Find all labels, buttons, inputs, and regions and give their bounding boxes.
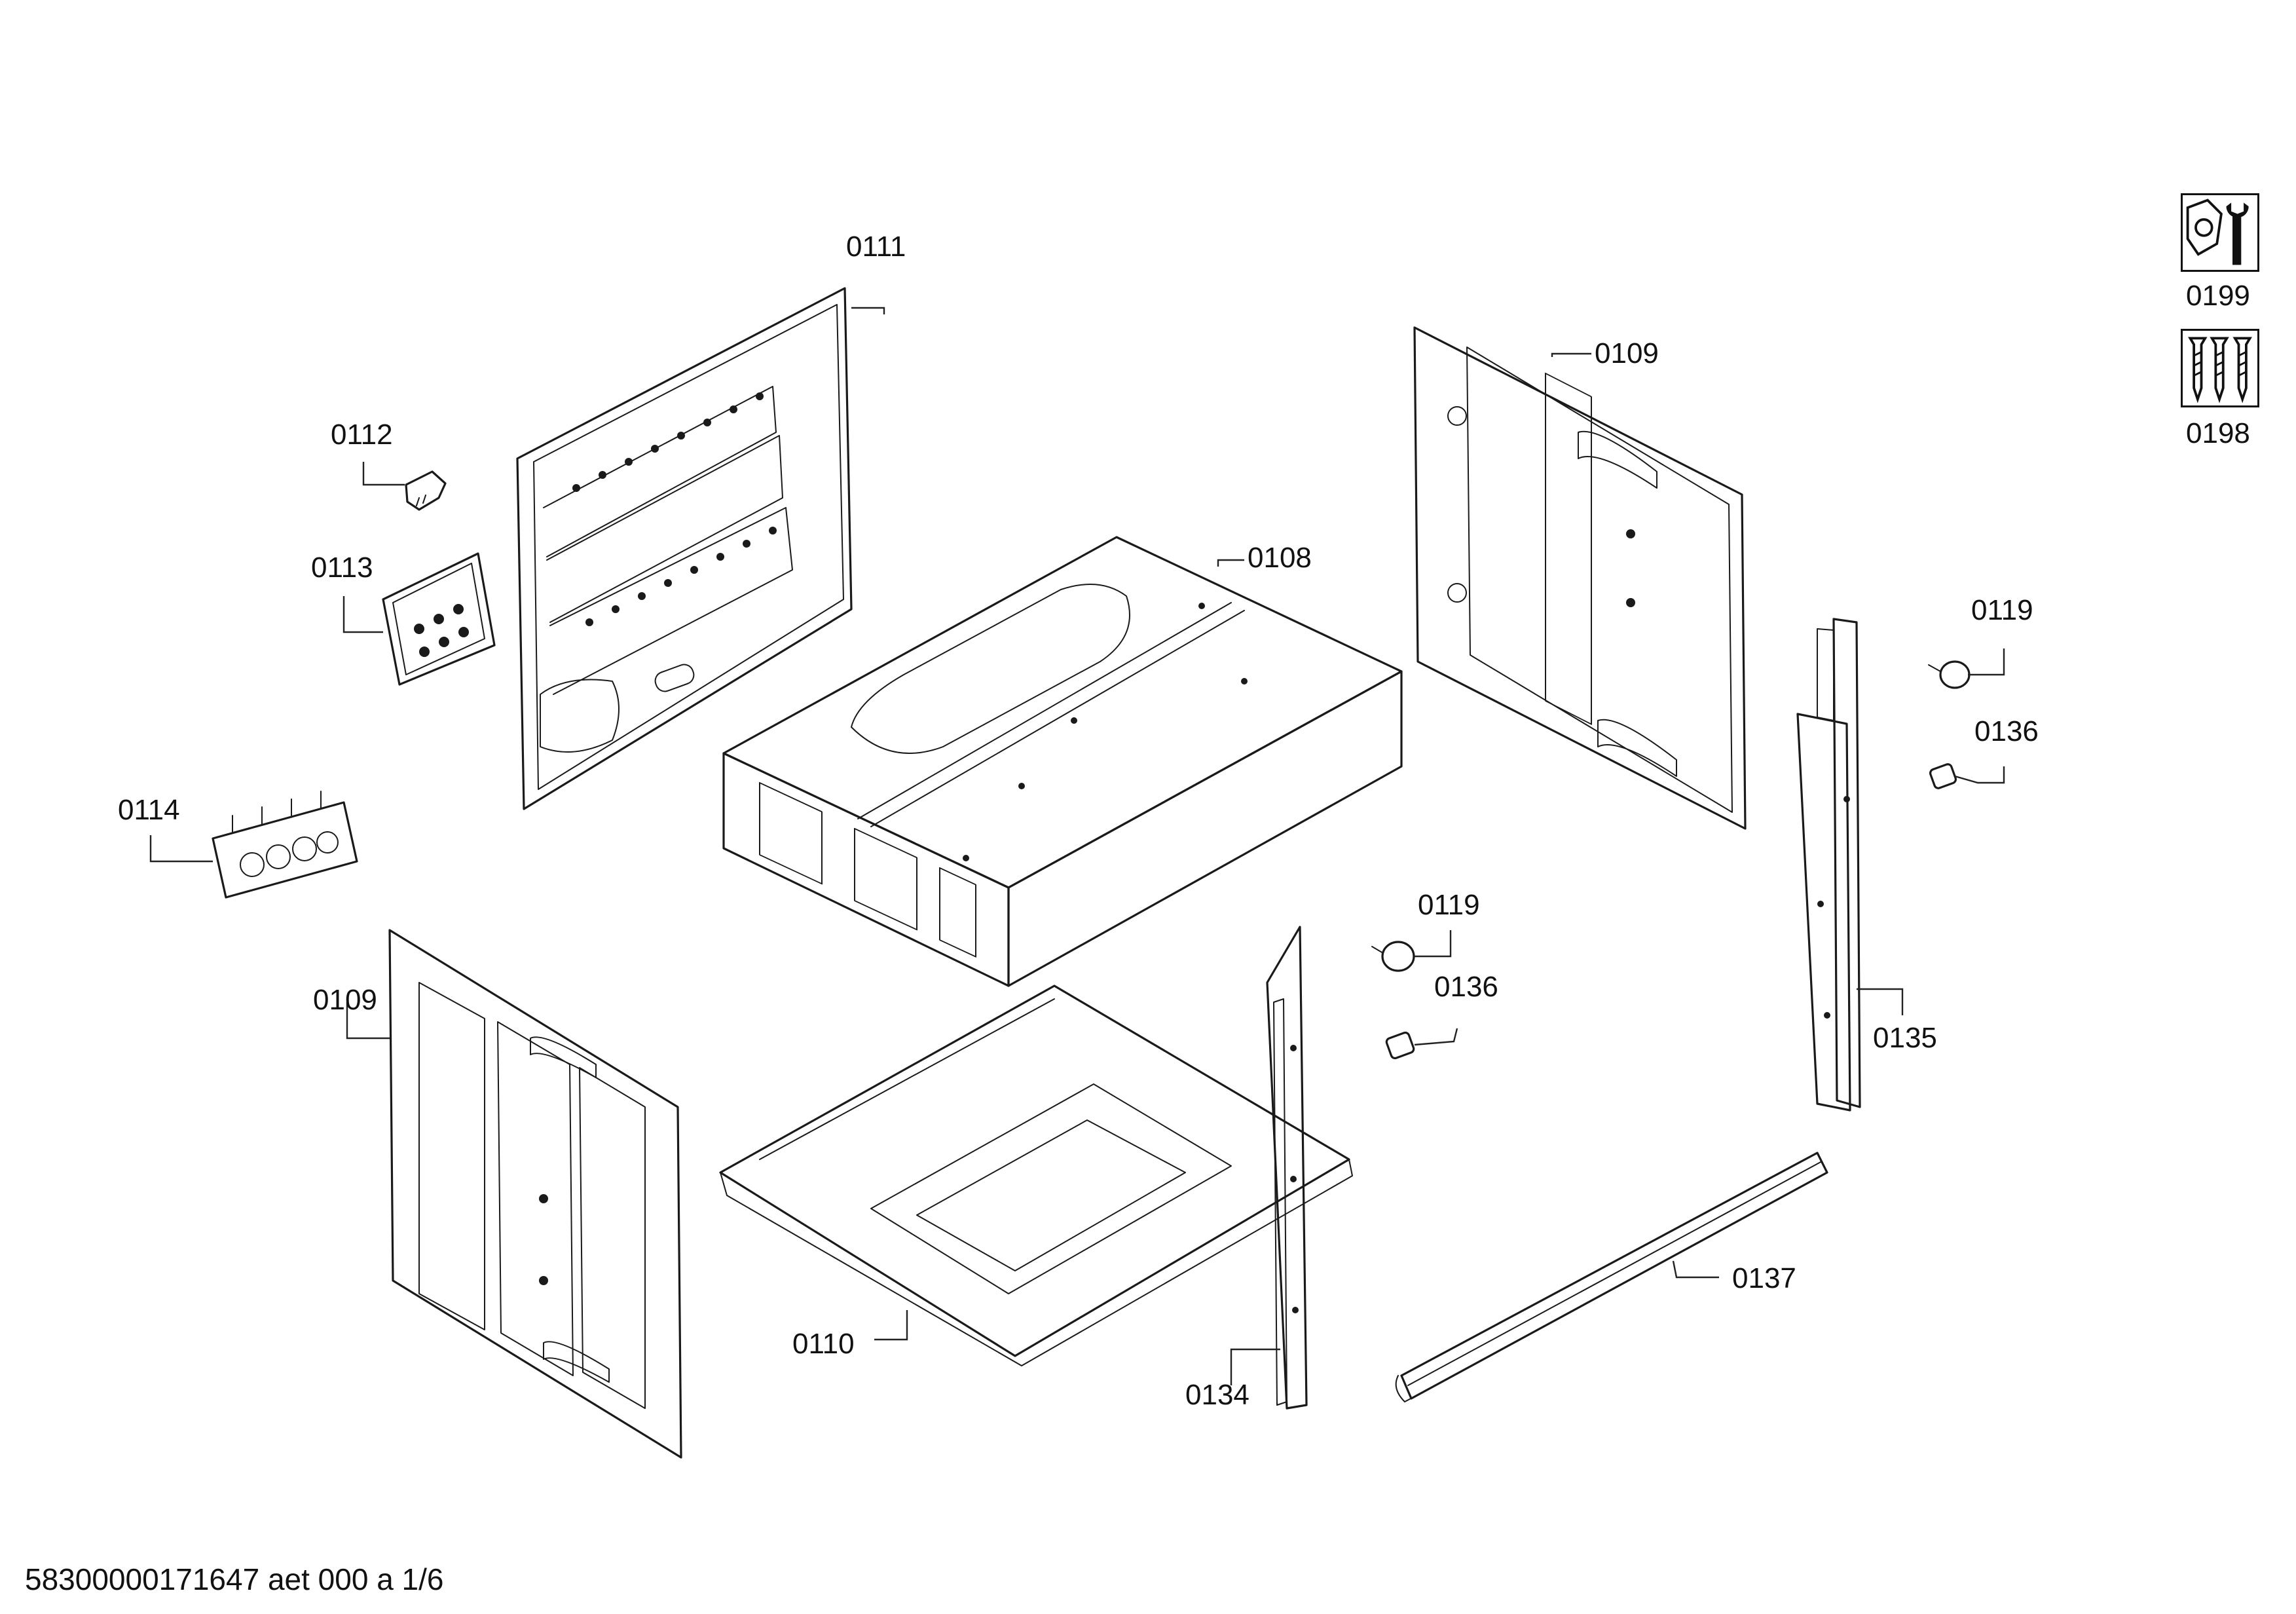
callout-0119-lower: 0119: [1418, 889, 1480, 921]
callout-0136-lower: 0136: [1434, 971, 1498, 1003]
callout-0113: 0113: [311, 552, 373, 584]
callout-0110: 0110: [792, 1328, 855, 1360]
part-0109-right-side-wall: [1413, 326, 1747, 830]
part-0119-upper-knob: [1928, 660, 1971, 689]
callout-0109-lower: 0109: [313, 984, 377, 1016]
callout-0109-upper: 0109: [1595, 337, 1659, 369]
callout-0136-upper: 0136: [1974, 715, 2039, 747]
part-0109-left-side-wall: [388, 929, 682, 1459]
screws-icon: [2181, 329, 2259, 407]
part-0134-left-rail: [1266, 926, 1308, 1410]
part-0135-right-rail: [1796, 618, 1861, 1112]
part-0112-switch: [405, 470, 447, 511]
callout-0114: 0114: [118, 794, 180, 826]
part-0119-lower-knob: [1371, 941, 1415, 972]
part-0108-top-housing: [722, 536, 1403, 987]
callout-0137: 0137: [1732, 1262, 1796, 1294]
callout-0108: 0108: [1248, 542, 1312, 574]
part-0111-rear-panel: [516, 287, 853, 810]
callout-0112: 0112: [331, 419, 393, 451]
wrench-nut-icon: [2181, 193, 2259, 272]
callout-0135: 0135: [1873, 1022, 1937, 1054]
callout-0111: 0111: [846, 231, 906, 263]
symbol-label-0199: 0199: [2186, 280, 2250, 312]
part-0110-bottom-panel: [719, 985, 1353, 1366]
part-0113-bracket: [382, 552, 496, 686]
part-0136-lower-bushing: [1385, 1031, 1415, 1060]
part-0114-switch-block: [212, 791, 358, 899]
callout-0134: 0134: [1185, 1379, 1250, 1411]
callout-0119-upper: 0119: [1971, 594, 2033, 626]
symbol-label-0198: 0198: [2186, 417, 2250, 449]
part-0136-upper-bushing: [1929, 763, 1957, 789]
part-0137-crossbar: [1395, 1152, 1828, 1402]
document-id-footer: 58300000171647 aet 000 a 1/6: [25, 1562, 444, 1596]
